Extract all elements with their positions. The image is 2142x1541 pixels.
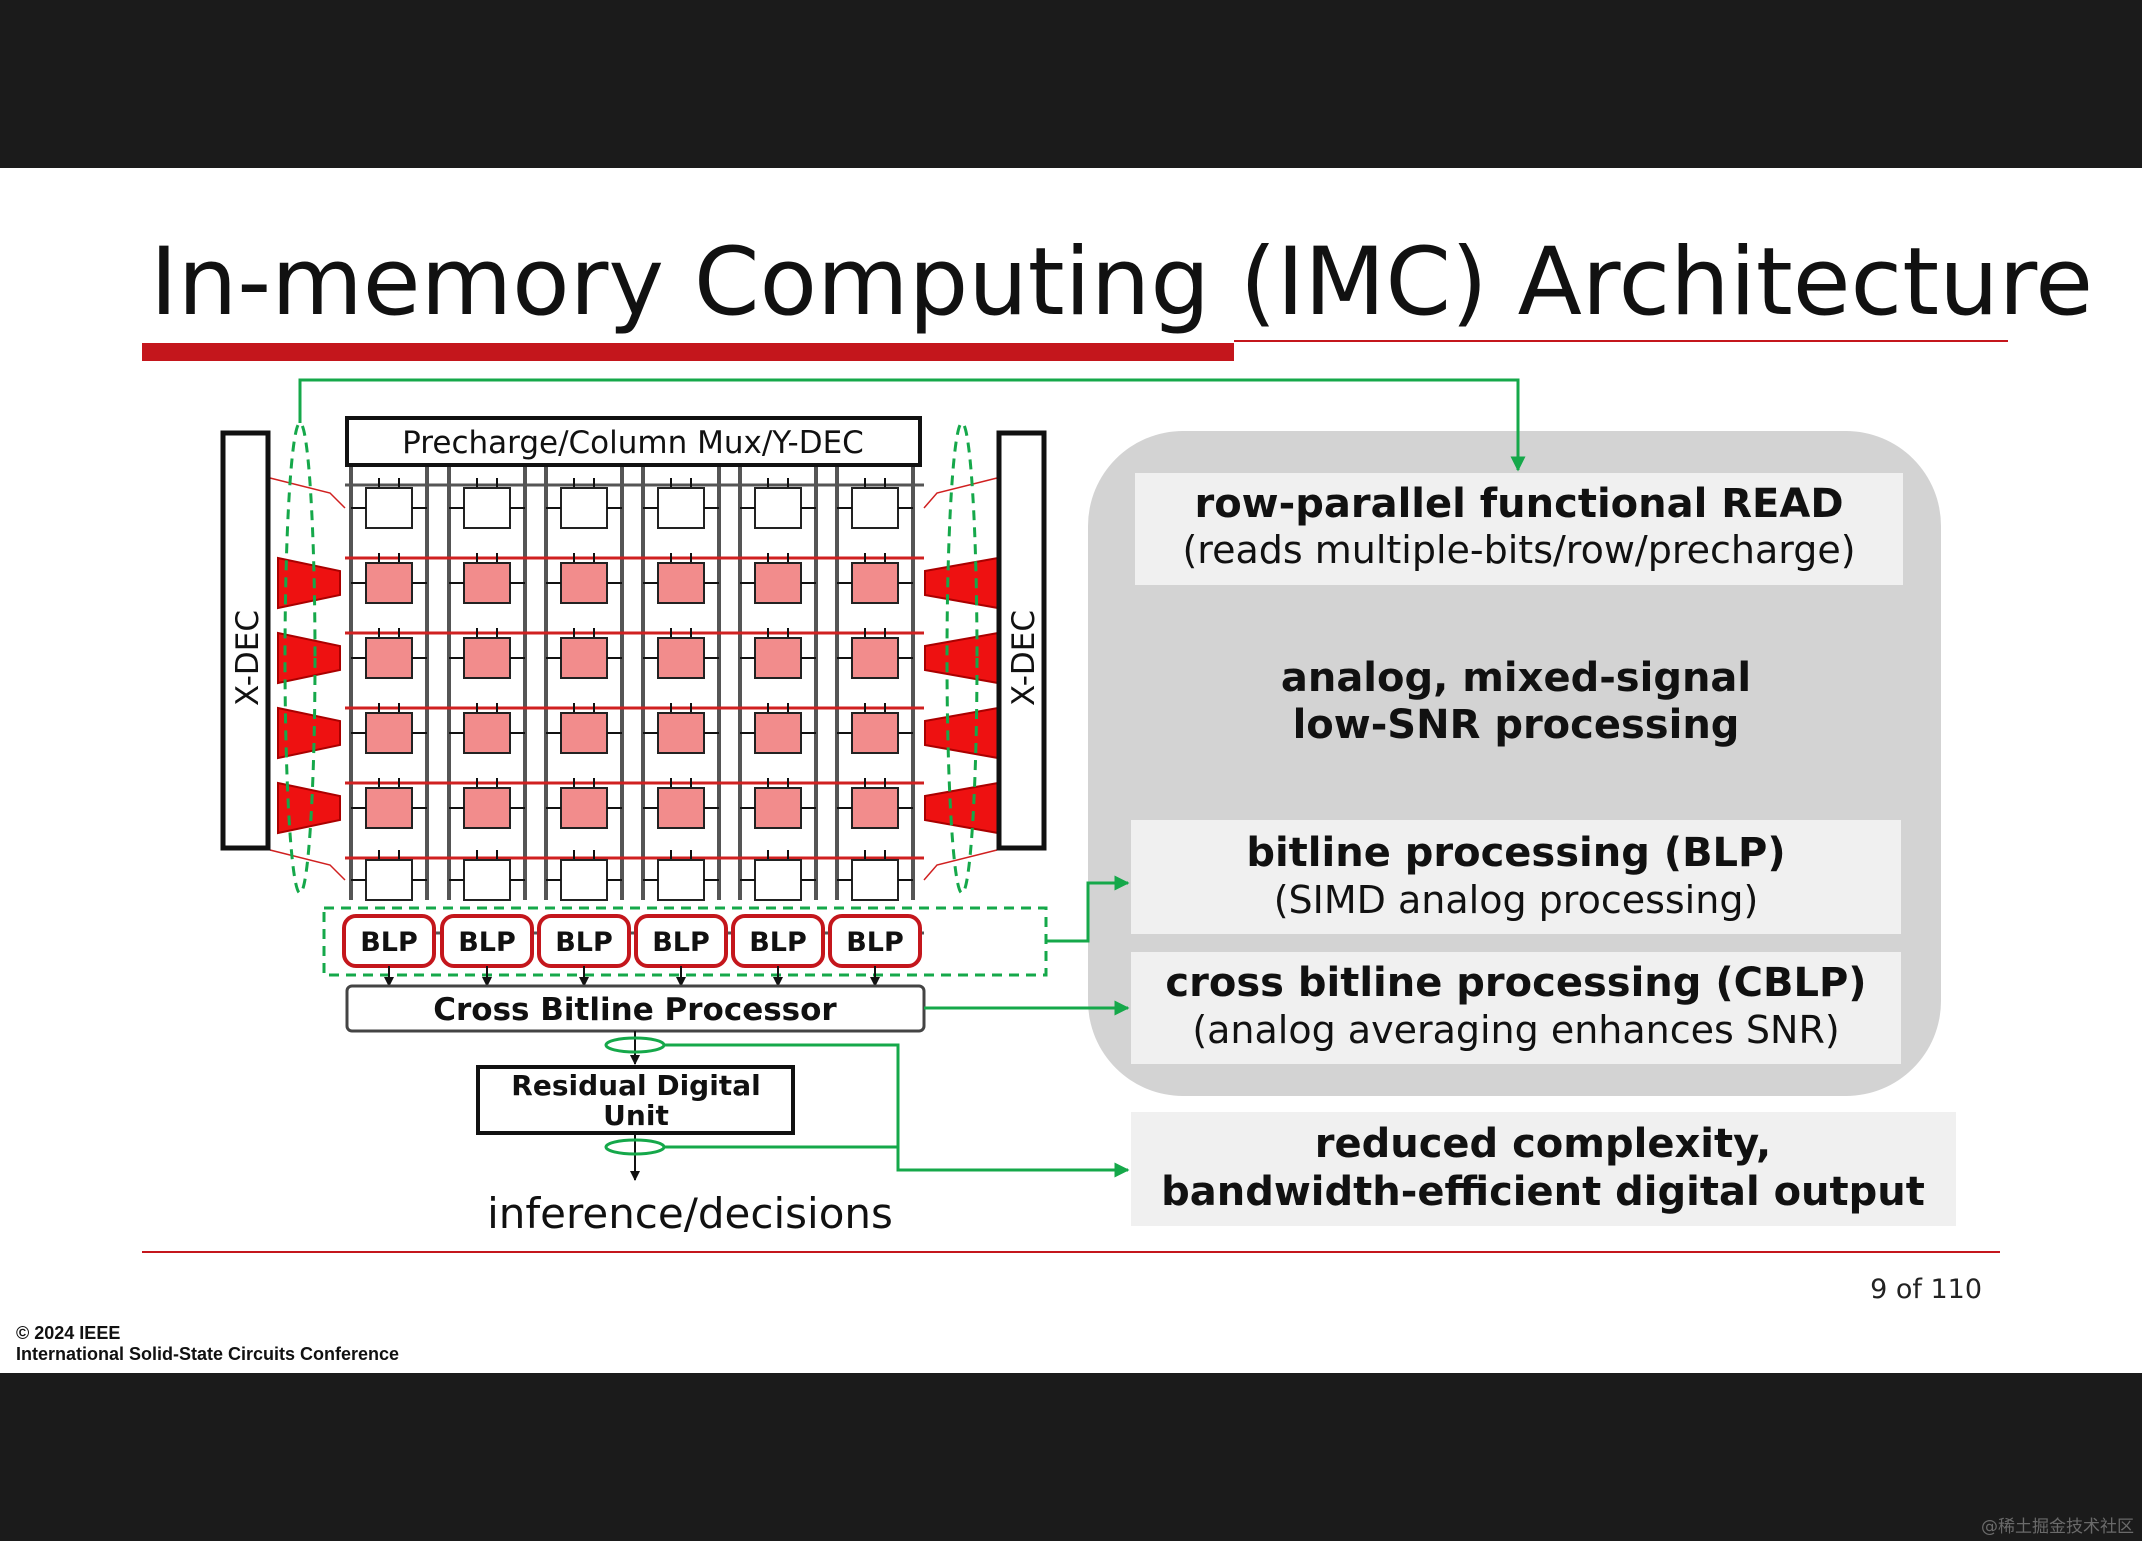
sram-cell [560, 859, 608, 901]
slide-title: In-memory Computing (IMC) Architecture [150, 228, 2094, 337]
blp-label-3: BLP [555, 927, 613, 958]
left-wordline-driver [277, 706, 341, 760]
sram-cell-active [560, 712, 608, 754]
sram-cell-active [365, 562, 413, 604]
analog-line1: analog, mixed-signal [1281, 655, 1751, 701]
read-box [1135, 473, 1903, 585]
right-wordline-driver [924, 706, 999, 760]
sram-cell-active [560, 787, 608, 829]
cblp-title: cross bitline processing (CBLP) [1165, 960, 1866, 1006]
sram-cell-active [463, 712, 511, 754]
blp-row: BLP BLP BLP BLP BLP BLP [342, 914, 922, 987]
digital-connector [664, 1043, 1128, 1172]
right-xdec-label: X-DEC [1006, 610, 1042, 706]
right-wordline-ellipse [945, 421, 979, 895]
right-driver-wire [923, 849, 998, 881]
sram-cell-active [560, 562, 608, 604]
left-wordline-driver [277, 556, 341, 610]
precharge-label: Precharge/Column Mux/Y-DEC [402, 425, 864, 461]
copyright-line1: © 2024 IEEE [16, 1323, 121, 1343]
copyright-line2: International Solid-State Circuits Confe… [16, 1344, 400, 1364]
sram-cell [560, 487, 608, 529]
digital-output-box [1131, 1112, 1956, 1226]
inference-label: inference/decisions [487, 1189, 893, 1238]
sram-cell [657, 487, 705, 529]
sram-cell [365, 487, 413, 529]
sram-cell-active [365, 787, 413, 829]
read-subtitle: (reads multiple-bits/row/precharge) [1182, 528, 1855, 572]
sram-cell-active [657, 787, 705, 829]
blp-label-2: BLP [458, 927, 516, 958]
cross-bitline-label: Cross Bitline Processor [433, 992, 837, 1028]
sram-cell-active [657, 637, 705, 679]
left-driver-wire [269, 477, 346, 509]
sram-cell-active [754, 637, 802, 679]
sram-cell [851, 487, 899, 529]
blp-label-4: BLP [652, 927, 710, 958]
sram-cell [365, 859, 413, 901]
sram-cell-active [657, 562, 705, 604]
blp-title: bitline processing (BLP) [1246, 830, 1785, 876]
residual-line1: Residual Digital [511, 1069, 760, 1102]
blp-label-5: BLP [749, 927, 807, 958]
sram-cell-active [754, 712, 802, 754]
sram-cell-active [851, 562, 899, 604]
sram-cell [754, 859, 802, 901]
right-xdec-box [996, 430, 1047, 851]
title-underline-bar [142, 343, 1234, 361]
watermark: @稀土掘金技术社区 [1981, 1517, 2134, 1537]
precharge-box [345, 416, 922, 467]
left-wordline-driver [277, 631, 341, 685]
blp-box [1131, 820, 1901, 934]
residual-digital-box [476, 1065, 795, 1135]
right-wordline-driver [924, 781, 999, 835]
slide: In-memory Computing (IMC) Architecture r… [0, 168, 2142, 1373]
title-underline-line [1234, 340, 2008, 342]
imc-architecture-diagram: row-parallel functional READ (reads mult… [220, 378, 1956, 1238]
sram-cell [463, 487, 511, 529]
sram-cell-active [754, 562, 802, 604]
blp-subtitle: (SIMD analog processing) [1274, 878, 1759, 922]
sram-cell-active [851, 712, 899, 754]
sram-cell [754, 487, 802, 529]
sram-cell-active [463, 637, 511, 679]
blp-label-6: BLP [846, 927, 904, 958]
digital-line1: reduced complexity, [1315, 1121, 1772, 1167]
blp-connector [1046, 875, 1130, 943]
sram-cell-active [560, 637, 608, 679]
sram-cell-active [657, 712, 705, 754]
sram-cell-active [851, 787, 899, 829]
sram-cell-active [365, 712, 413, 754]
right-wordline-driver [924, 631, 999, 685]
sram-array [269, 466, 999, 935]
residual-line2: Unit [603, 1099, 669, 1132]
left-xdec-label: X-DEC [230, 610, 266, 706]
cblp-subtitle: (analog averaging enhances SNR) [1192, 1008, 1839, 1052]
footer-rule [142, 1251, 2000, 1253]
sram-cell-active [463, 787, 511, 829]
left-driver-wire [269, 849, 346, 881]
left-wordline-driver [277, 781, 341, 835]
sram-cell-active [754, 787, 802, 829]
digital-line2: bandwidth-efficient digital output [1161, 1169, 1925, 1215]
sram-cell [851, 859, 899, 901]
sram-cell-active [365, 637, 413, 679]
cblp-box [1131, 952, 1901, 1064]
sram-cell [463, 859, 511, 901]
copyright: © 2024 IEEE International Solid-State Ci… [16, 1323, 399, 1365]
right-wordline-driver [924, 556, 999, 610]
left-wordline-ellipse [283, 421, 317, 895]
read-title: row-parallel functional READ [1194, 481, 1843, 527]
sram-cell [657, 859, 705, 901]
read-connector [298, 378, 1526, 472]
slide-number: 9 of 110 [1870, 1274, 1982, 1305]
right-driver-wire [923, 477, 998, 509]
blp-label-1: BLP [360, 927, 418, 958]
sram-cell-active [851, 637, 899, 679]
left-xdec-box [220, 430, 271, 851]
analog-line2: low-SNR processing [1293, 702, 1740, 748]
sram-cell-active [463, 562, 511, 604]
